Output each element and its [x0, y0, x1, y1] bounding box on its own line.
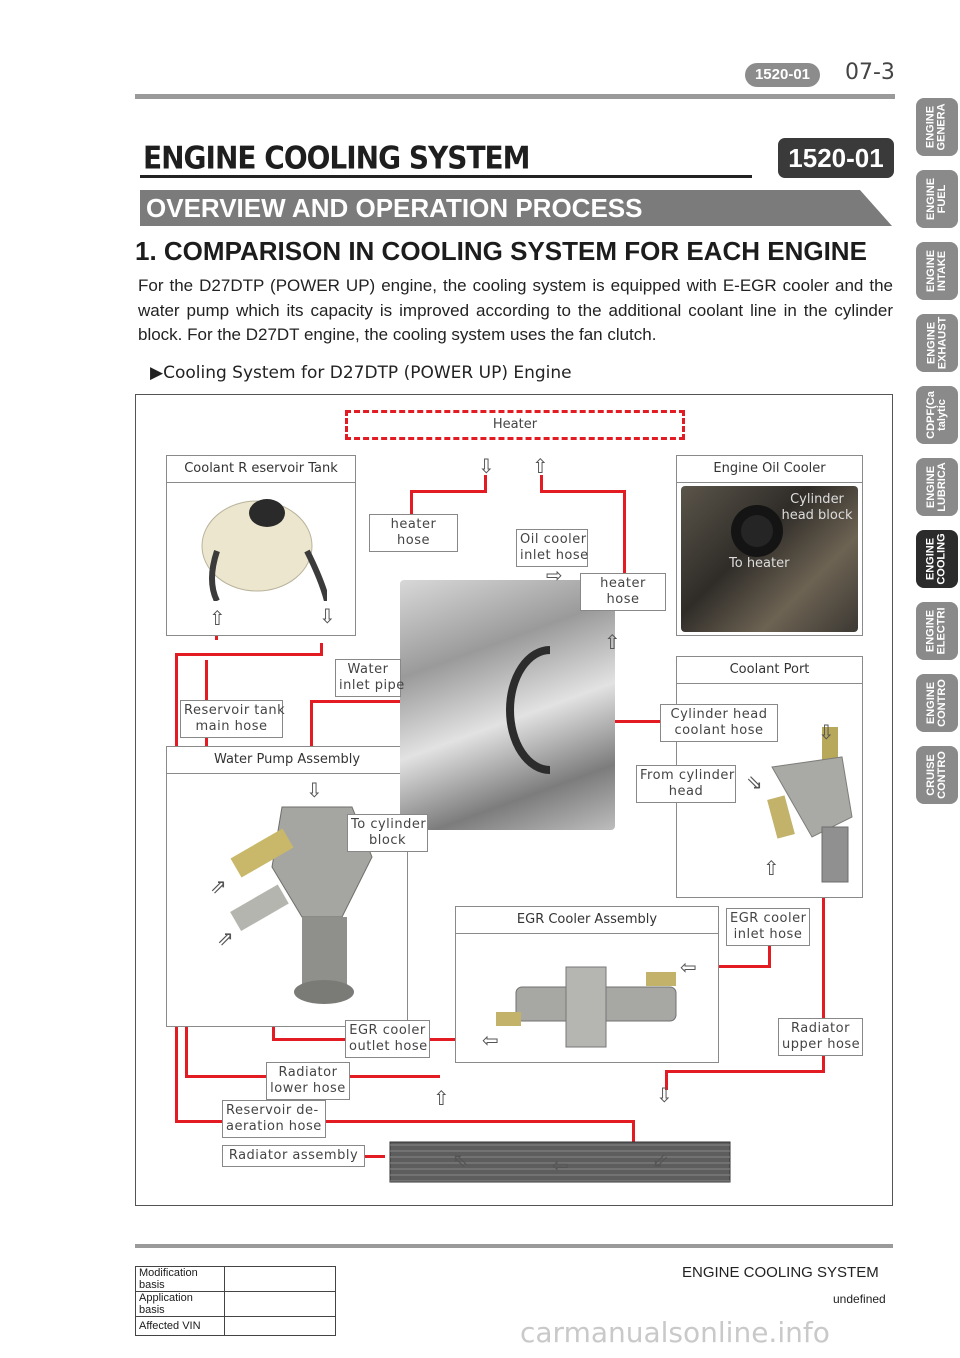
- oil-filter-cap: [731, 505, 783, 557]
- coolant-port-title: Coolant Port: [677, 657, 862, 684]
- label-radiator-lower-hose: Radiator lower hose: [266, 1062, 350, 1100]
- egr-cooler-title: EGR Cooler Assembly: [456, 907, 718, 934]
- label-egr-outlet-hose: EGR cooler outlet hose: [345, 1020, 430, 1058]
- diagram-subheading: ▶Cooling System for D27DTP (POWER UP) En…: [150, 363, 572, 383]
- table-row: Modification basis: [135, 1266, 336, 1292]
- engine-belt: [506, 646, 551, 774]
- table-row: Affected VIN: [135, 1316, 336, 1336]
- coolant-port-image: [767, 727, 853, 883]
- radiator-image: [389, 1141, 731, 1183]
- reservoir-tank-title: Coolant R eservoir Tank: [167, 456, 355, 483]
- tab-section[interactable]: ENGINE EXHAUST: [916, 314, 958, 372]
- label-from-cylinder-head: From cylinder head: [636, 765, 736, 803]
- tab-section[interactable]: ENGINE LUBRICA: [916, 458, 958, 516]
- table-cell-label: Affected VIN: [135, 1316, 225, 1336]
- tab-section[interactable]: ENGINE FUEL: [916, 170, 958, 228]
- title-underline: [140, 175, 752, 178]
- oil-cooler-cyl-head-text: Cylinder head block: [781, 492, 853, 523]
- tab-section[interactable]: ENGINE INTAKE: [916, 242, 958, 300]
- label-reservoir-main-hose: Reservoir tank main hose: [180, 700, 285, 738]
- section-heading: 1. COMPARISON IN COOLING SYSTEM FOR EACH…: [135, 236, 867, 266]
- footer-subtitle: undefined: [833, 1292, 886, 1306]
- water-pump-box: Water Pump Assembly: [166, 746, 408, 1027]
- tab-label: ENGINE CONTRO: [925, 679, 949, 727]
- table-cell-value: [224, 1316, 336, 1336]
- tab-label: ENGINE EXHAUST: [925, 316, 948, 370]
- table-cell-value: [224, 1266, 336, 1292]
- tab-label: ENGINE LUBRICA: [925, 462, 948, 512]
- tab-section[interactable]: ENGINE GENERA: [916, 98, 958, 156]
- overview-heading: OVERVIEW AND OPERATION PROCESS: [146, 193, 643, 223]
- overview-banner: [140, 190, 892, 226]
- egr-cooler-image: [496, 966, 677, 1048]
- coolant-port-box: Coolant Port: [676, 656, 863, 898]
- label-radiator-assembly: Radiator assembly: [222, 1145, 365, 1167]
- oil-cooler-box: Engine Oil Cooler Cylinder head block To…: [676, 455, 863, 636]
- egr-cooler-box: EGR Cooler Assembly: [455, 906, 719, 1063]
- heater-box: Heater: [345, 410, 685, 440]
- title-code-badge: 1520-01: [778, 138, 894, 178]
- tab-section[interactable]: ENGINE CONTRO: [916, 674, 958, 732]
- tab-label: ENGINE FUEL: [925, 177, 948, 221]
- label-cyl-head-coolant-hose: Cylinder head coolant hose: [660, 704, 778, 742]
- label-reservoir-deaeration-hose: Reservoir de- aeration hose: [222, 1100, 326, 1138]
- page-title: ENGINE COOLING SYSTEM: [143, 140, 531, 177]
- label-egr-inlet-hose: EGR cooler inlet hose: [726, 908, 810, 946]
- reservoir-tank-image: [201, 499, 327, 601]
- label-radiator-upper-hose: Radiator upper hose: [778, 1018, 863, 1056]
- page-number: 07-3: [845, 60, 895, 85]
- tab-label: ENGINE COOLING: [925, 533, 948, 585]
- label-heater-hose-right: heater hose: [580, 573, 666, 611]
- tab-label: ENGINE INTAKE: [925, 249, 948, 293]
- tab-label: CRUISE CONTRO: [925, 751, 949, 799]
- table-cell-label: Modification basis: [135, 1266, 225, 1292]
- footer-divider: [135, 1244, 893, 1248]
- table-row: Application basis: [135, 1291, 336, 1317]
- oil-cooler-to-heater-text: To heater: [729, 556, 790, 571]
- watermark: carmanualsonline.info: [520, 1316, 830, 1349]
- footer-title: ENGINE COOLING SYSTEM: [682, 1264, 879, 1281]
- cooling-diagram-frame: [135, 394, 893, 1206]
- modification-table: Modification basis Application basis Aff…: [135, 1266, 336, 1336]
- tab-label: ENGINE GENERA: [925, 103, 948, 151]
- label-water-inlet-pipe: Water inlet pipe: [335, 659, 404, 697]
- tab-label: CDPF(Ca talytic: [925, 391, 949, 439]
- table-cell-value: [224, 1291, 336, 1317]
- tab-section[interactable]: CDPF(Ca talytic: [916, 386, 958, 444]
- table-cell-label: Application basis: [135, 1291, 225, 1317]
- tab-label: ENGINE ELECTRI: [925, 607, 948, 655]
- label-heater-hose-left: heater hose: [369, 514, 458, 552]
- section-paragraph: For the D27DTP (POWER UP) engine, the co…: [138, 276, 893, 344]
- header-divider: [135, 94, 895, 99]
- oil-cooler-title: Engine Oil Cooler: [677, 456, 862, 483]
- header-code-badge: 1520-01: [745, 63, 820, 87]
- reservoir-tank-box: Coolant R eservoir Tank ⇧ ⇩: [166, 455, 356, 636]
- tab-section[interactable]: ENGINE COOLING: [916, 530, 958, 588]
- water-pump-title: Water Pump Assembly: [167, 747, 407, 774]
- tab-section[interactable]: ENGINE ELECTRI: [916, 602, 958, 660]
- label-to-cylinder-block: To cylinder block: [347, 814, 428, 852]
- label-oil-cooler-inlet-hose: Oil cooler inlet hose: [516, 529, 588, 567]
- tab-section[interactable]: CRUISE CONTRO: [916, 746, 958, 804]
